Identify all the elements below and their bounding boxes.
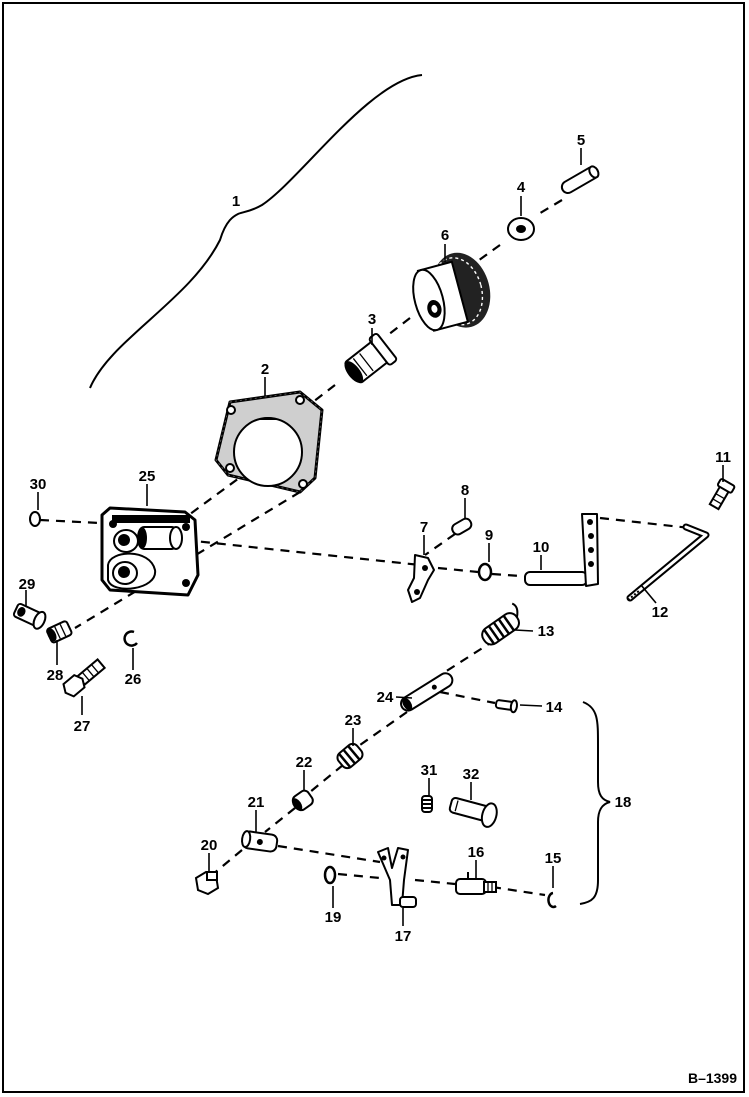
callout-labels: 1 2 3 4 5 6 7 8 9 10 11 12 13 14 15 16 1… xyxy=(19,132,731,945)
callout-13: 13 xyxy=(538,623,555,640)
plunger-32-icon xyxy=(448,796,498,828)
callout-23: 23 xyxy=(345,712,362,729)
roll-pin-5-icon xyxy=(560,165,600,194)
callout-3: 3 xyxy=(368,311,376,328)
callout-8: 8 xyxy=(461,482,469,499)
fork-lever-17-icon xyxy=(377,847,417,908)
leader-lines xyxy=(25,148,724,926)
bolt-11-icon xyxy=(708,478,736,511)
gear-6-icon xyxy=(412,252,491,332)
callout-30: 30 xyxy=(30,476,47,493)
pin-14-icon xyxy=(494,699,518,714)
shaft-3-icon xyxy=(344,332,398,384)
pivot-pin-16-icon xyxy=(455,872,497,895)
callout-6: 6 xyxy=(441,227,449,244)
snap-ring-26-icon xyxy=(123,630,138,647)
pin-8-icon xyxy=(451,517,473,536)
bolt-27-icon xyxy=(62,657,107,698)
callout-16: 16 xyxy=(468,844,485,861)
o-ring-9-icon xyxy=(477,562,493,582)
sleeve-22-icon xyxy=(291,789,314,812)
callout-26: 26 xyxy=(125,671,142,688)
callout-4: 4 xyxy=(517,179,526,196)
callout-17: 17 xyxy=(395,928,412,945)
callout-31: 31 xyxy=(421,762,438,779)
callout-25: 25 xyxy=(139,468,156,485)
callout-11: 11 xyxy=(715,449,731,466)
link-rod-12-icon xyxy=(626,523,710,602)
shaft-24-icon xyxy=(400,672,454,712)
callout-5: 5 xyxy=(577,132,585,149)
shaft-lever-10-icon xyxy=(524,513,599,587)
callout-19: 19 xyxy=(325,909,342,926)
spring-13-icon xyxy=(481,602,520,646)
callout-12: 12 xyxy=(652,604,669,621)
callout-2: 2 xyxy=(261,361,269,378)
clip-15-icon xyxy=(547,891,557,909)
callout-24: 24 xyxy=(377,689,394,706)
o-ring-30-icon xyxy=(29,511,41,527)
callout-10: 10 xyxy=(533,539,550,556)
callout-22: 22 xyxy=(296,754,313,771)
callout-1: 1 xyxy=(232,193,240,210)
callout-28: 28 xyxy=(47,667,64,684)
assembly-18-brace xyxy=(579,701,611,905)
figure-reference: B–1399 xyxy=(688,1070,737,1086)
callout-9: 9 xyxy=(485,527,493,544)
fitting-29-icon xyxy=(12,602,47,630)
callout-21: 21 xyxy=(248,794,265,811)
sleeve-21-icon xyxy=(241,830,279,853)
washer-4-icon xyxy=(507,217,535,241)
callout-29: 29 xyxy=(19,576,36,593)
spring-23-icon xyxy=(336,742,364,770)
o-ring-19-icon xyxy=(323,865,337,885)
lever-7-icon xyxy=(407,554,435,603)
callout-18: 18 xyxy=(615,794,632,811)
callout-14: 14 xyxy=(546,699,563,716)
governor-housing-25-icon xyxy=(100,506,200,597)
spring-31-icon xyxy=(421,795,433,813)
callout-32: 32 xyxy=(463,766,480,783)
callout-15: 15 xyxy=(545,850,562,867)
assembly-1-brace xyxy=(89,74,423,389)
callout-20: 20 xyxy=(201,837,218,854)
callout-27: 27 xyxy=(74,718,91,735)
cap-nut-20-icon xyxy=(194,870,220,896)
gasket-2-icon xyxy=(214,390,324,494)
callout-7: 7 xyxy=(420,519,428,536)
plug-28-icon xyxy=(46,620,73,644)
